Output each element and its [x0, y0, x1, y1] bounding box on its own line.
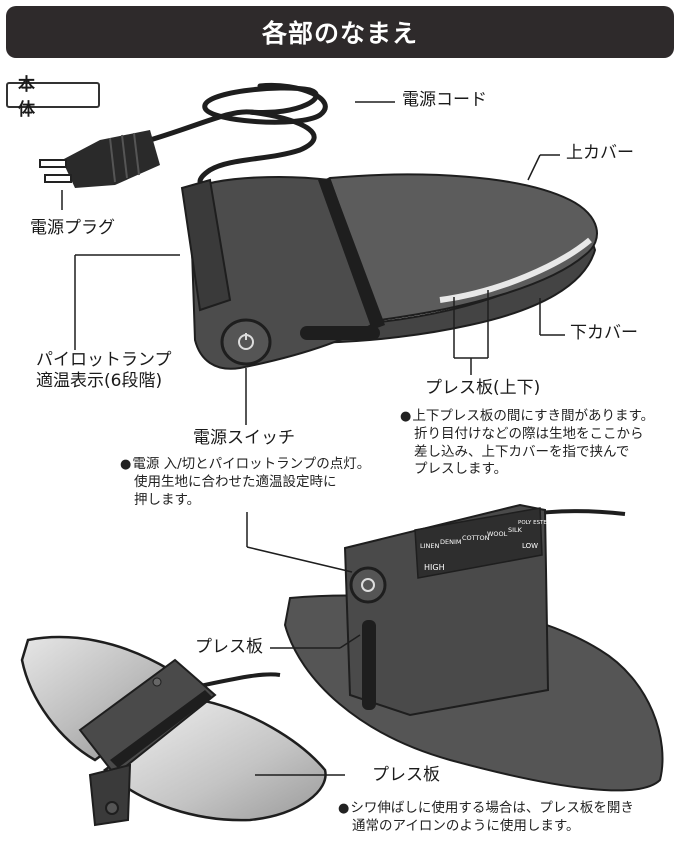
- callout-lines: [61, 101, 565, 776]
- note-line: 上下プレス板の間にすき間があります。: [412, 408, 655, 424]
- note-bullet: ●: [120, 457, 132, 472]
- label-power-cord: 電源コード: [402, 90, 487, 112]
- label-lower-cover: 下カバー: [570, 323, 638, 345]
- iron-open: [20, 635, 327, 827]
- temp-fabric-label: WOOL: [487, 530, 508, 538]
- temp-level-high: HIGH: [424, 563, 445, 572]
- note-line: シワ伸ばしに使用する場合は、プレス板を開き: [350, 800, 634, 816]
- label-press-plate-open-top: プレス板: [195, 637, 263, 659]
- page-title-bar: 各部のなまえ: [6, 6, 674, 58]
- label-press-plate-upper-lower: プレス板(上下): [425, 378, 541, 400]
- power-cord: [147, 82, 328, 191]
- temp-fabric-label: DENIM: [440, 538, 462, 546]
- note-line: 電源 入/切とパイロットランプの点灯。: [132, 456, 371, 472]
- power-plug: [39, 130, 160, 188]
- label-pilot-lamp: パイロットランプ 適温表示(6段階): [36, 350, 172, 393]
- note-bullet: ●: [400, 409, 412, 424]
- label-upper-cover: 上カバー: [566, 143, 634, 165]
- note-power-switch: ●電源 入/切とパイロットランプの点灯。 使用生地に合わせた適温設定時に 押しま…: [120, 456, 370, 509]
- note-line: 押します。: [134, 491, 201, 508]
- note-press-plate: ●上下プレス板の間にすき間があります。 折り目付けなどの際は生地をここから 差し…: [400, 408, 654, 479]
- label-pilot-lamp-line2: 適温表示(6段階): [36, 371, 163, 392]
- temperature-panel: LINEN DENIM COTTON WOOL SILK POLY ESTER …: [420, 520, 551, 572]
- note-open-plate: ●シワ伸ばしに使用する場合は、プレス板を開き 通常のアイロンのように使用します。: [338, 800, 634, 836]
- temp-fabric-label: POLY ESTER: [518, 520, 551, 526]
- note-line: 使用生地に合わせた適温設定時に: [134, 473, 337, 490]
- note-bullet: ●: [338, 801, 350, 816]
- label-pilot-lamp-line1: パイロットランプ: [36, 350, 172, 370]
- note-line: 通常のアイロンのように使用します。: [352, 817, 580, 834]
- temp-level-low: LOW: [522, 542, 538, 550]
- label-power-plug: 電源プラグ: [30, 218, 115, 240]
- iron-upright: [283, 503, 664, 792]
- temp-fabric-label: LINEN: [420, 542, 440, 550]
- page-title: 各部のなまえ: [261, 19, 418, 48]
- note-line: プレスします。: [414, 461, 508, 478]
- label-press-plate-open-bottom: プレス板: [372, 765, 440, 787]
- label-power-switch: 電源スイッチ: [193, 428, 295, 450]
- iron-closed: [180, 173, 598, 370]
- temp-fabric-label: SILK: [508, 526, 523, 534]
- temp-fabric-label: COTTON: [462, 534, 490, 542]
- note-line: 折り目付けなどの際は生地をここから: [414, 425, 644, 442]
- note-line: 差し込み、上下カバーを指で挟んで: [414, 443, 630, 460]
